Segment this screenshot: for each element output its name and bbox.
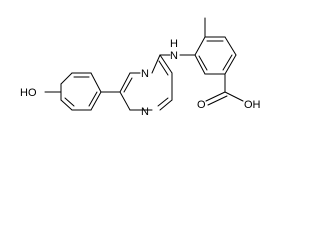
benzoic-bond-6-inner	[198, 55, 208, 71]
pyrazine-bond-6	[159, 99, 173, 111]
molecule-structure: HO N N H N	[20, 17, 261, 118]
pyrazine-bond-1-inner	[123, 77, 133, 93]
phenol-bond-6-inner	[64, 97, 75, 107]
pyrazine-bond-1	[119, 72, 131, 93]
benzoic-ring	[194, 36, 237, 75]
pyrazine-n-bottom-label: N	[141, 106, 149, 118]
carbonyl-bond	[205, 91, 226, 102]
pyrazine-bond-4-inner	[158, 60, 169, 76]
carbonyl-o-label: O	[197, 99, 206, 111]
pyrazine-bond-8	[119, 91, 131, 111]
carboxyl-oh-label: OH	[244, 99, 261, 111]
carbonyl-bond-second	[207, 95, 228, 106]
phenol-bond-1	[60, 72, 73, 85]
amine-h-label: H	[170, 38, 178, 50]
phenol-bond-3	[90, 72, 102, 93]
pyrazine-bond-4	[159, 54, 173, 74]
phenol-bond-4-inner	[88, 91, 98, 107]
benzoic-bond-4	[224, 54, 237, 75]
phenol-bond-6	[60, 99, 73, 111]
pyrazine-bond-6-inner	[157, 97, 169, 107]
phenol-ring	[60, 72, 102, 111]
benzoic-bond-1	[194, 36, 206, 56]
carboxyl-oh-bond	[224, 91, 244, 102]
amine-n-label: N	[170, 50, 178, 62]
phenol-bond-4	[90, 91, 102, 111]
molecule-diagram: HO N N H N	[20, 17, 261, 118]
pyrazine-n-top-label: N	[141, 68, 149, 80]
pyrazine-bond-3	[151, 54, 161, 74]
benzoic-bond-6	[194, 54, 206, 75]
benzoic-bond-4-inner	[222, 54, 233, 71]
benzoic-bond-3	[224, 36, 237, 56]
hydroxyl-label: HO	[20, 87, 37, 99]
pyrazine-ring	[119, 54, 173, 111]
